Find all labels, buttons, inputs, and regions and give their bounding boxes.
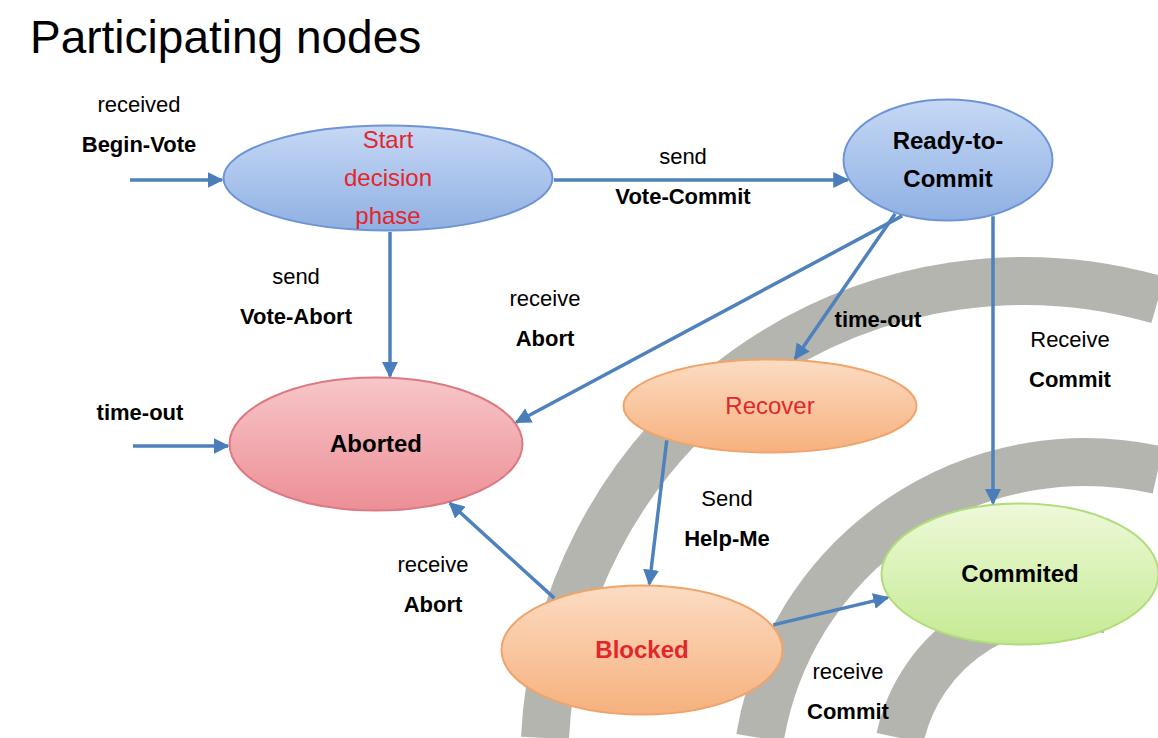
state-ellipse: Commited [880,502,1158,646]
state-ellipse: Aborted [228,376,524,512]
spiral-arc [760,462,1158,738]
ellipse-shape [230,378,523,511]
transition-label: received Begin-Vote [29,85,249,165]
transition-arrow [388,232,392,376]
ellipse-shape [502,586,783,715]
transition-label: receive Abort [323,545,543,625]
ellipse-shape [844,100,1053,221]
entry-arrow [130,178,222,182]
transition-arrow [991,216,995,503]
transition-label: send Vote-Commit [573,137,793,217]
ellipse-shape [624,360,917,453]
transition-arrow [773,598,887,625]
state-ellipse: Recover [622,358,918,454]
transition-arrow [649,440,666,584]
transition-arrow [554,178,848,182]
transition-label: time-out [768,300,988,340]
transition-label: Receive Commit [960,320,1158,400]
diagram-title: Participating nodes [30,10,421,64]
transition-label: time-out [30,393,250,433]
transition-arrow [516,216,902,422]
state-ellipse: Start decision phase [222,124,554,232]
ellipse-shape [882,504,1158,645]
state-label: Start decision phase [288,121,488,235]
state-ellipse: Ready-to- Commit [842,98,1054,222]
state-label: Ready-to- Commit [873,122,1023,198]
entry-arrow [133,444,228,448]
transition-label: Send Help-Me [617,479,837,559]
transition-label: send Vote-Abort [186,257,406,337]
transition-arrow [450,503,555,598]
state-label: Blocked [542,631,742,669]
state-label: Aborted [276,425,476,463]
transition-label: receive Abort [435,279,655,359]
transition-label: receive Commit [738,652,958,732]
state-label: Recover [670,387,870,425]
ellipse-outline [842,98,1054,222]
transition-arrow [795,214,895,359]
state-label: Commited [920,555,1120,593]
state-ellipse: Blocked [500,584,784,716]
